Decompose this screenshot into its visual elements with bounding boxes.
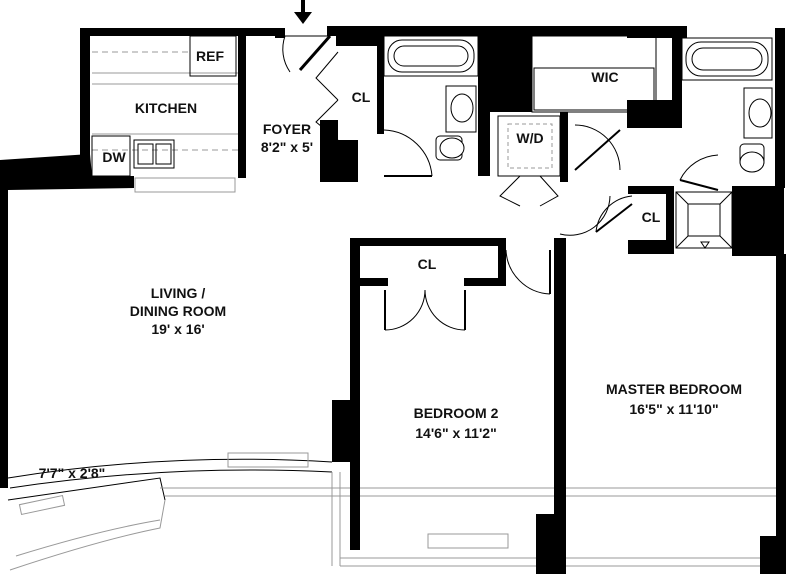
ref-label: REF [196,48,224,64]
bedroom-2-doors [384,195,611,331]
living-room-label-1: LIVING / [151,285,206,301]
wic-label: WIC [591,69,618,85]
bedroom-2-closet-label: CL [418,256,437,272]
bathroom-1 [336,35,490,177]
foyer-walls [275,26,627,182]
foyer-dimension: 8'2" x 5' [261,139,313,155]
master-bedroom-label: MASTER BEDROOM [606,381,742,397]
living-room-dimension: 19' x 16' [151,321,204,337]
balcony [7,452,780,571]
foyer-label: FOYER [263,121,311,137]
living-room-label-2: DINING ROOM [130,303,226,319]
kitchen-counters [91,35,238,193]
laundry-and-wic [490,26,677,207]
shower [628,186,784,256]
master-closet-label: CL [642,209,661,225]
bedroom-2-label: BEDROOM 2 [414,405,499,421]
entry-arrow-icon [294,0,312,24]
washer-dryer-label: W/D [516,130,543,146]
foyer-closet-label: CL [352,89,371,105]
entry-door [282,35,332,73]
master-bedroom-dimension: 16'5" x 11'10" [629,401,718,417]
bedroom-2-walls [350,238,566,574]
master-closet-door [595,195,674,254]
master-bath [627,26,785,191]
balcony-dimension: 7'7" x 2'8" [39,465,106,481]
master-bedroom-walls [760,254,786,574]
kitchen-label: KITCHEN [135,100,197,116]
dw-label: DW [102,149,126,165]
bedroom-2-dimension: 14'6" x 11'2" [415,425,496,441]
foyer-closet-doors [315,51,339,141]
kitchen-walls [80,28,275,178]
